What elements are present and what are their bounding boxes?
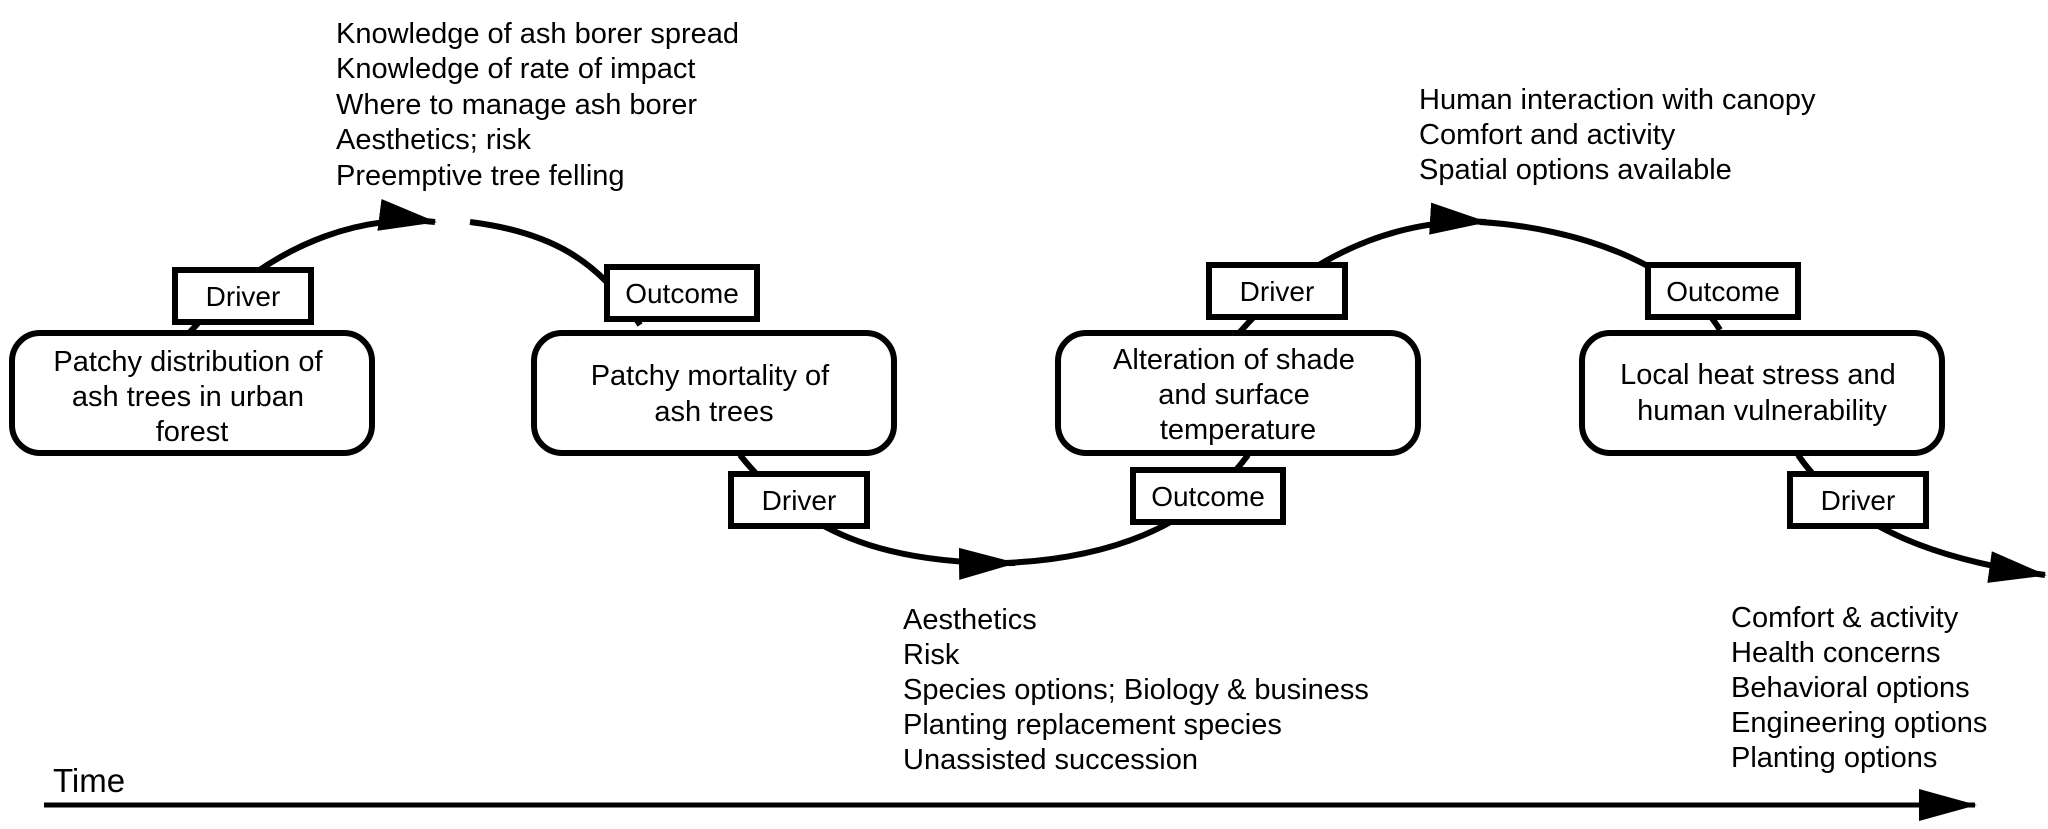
node-heat-stress-label: Local heat stress and human vulnerabilit… [1620, 359, 1904, 427]
svg-text:Driver: Driver [206, 281, 281, 312]
node-ash-distribution: Patchy distribution of ash trees in urba… [9, 330, 375, 456]
note-list-canopy: Human interaction with canopy Comfort an… [1419, 84, 1824, 186]
time-label: Time [53, 762, 125, 799]
tag-driver-1: Driver [172, 267, 314, 325]
tag-driver-3: Driver [1206, 262, 1348, 320]
note-list-options: Comfort & activity Health concerns Behav… [1731, 602, 1995, 774]
note-list-ash-borer: Knowledge of ash borer spread Knowledge … [336, 18, 747, 192]
node-ash-mortality: Patchy mortality of ash trees [531, 330, 897, 456]
svg-text:Outcome: Outcome [625, 278, 739, 309]
node-shade-alteration-label: Alteration of shade and surface temperat… [1113, 344, 1363, 446]
svg-text:Driver: Driver [1240, 276, 1315, 307]
node-ash-distribution-label: Patchy distribution of ash trees in urba… [53, 346, 330, 448]
svg-text:Outcome: Outcome [1151, 481, 1265, 512]
node-shade-alteration: Alteration of shade and surface temperat… [1055, 330, 1421, 456]
note-list-replacement: Aesthetics Risk Species options; Biology… [903, 604, 1377, 776]
node-heat-stress: Local heat stress and human vulnerabilit… [1579, 330, 1945, 456]
tag-driver-4: Driver [1787, 471, 1929, 529]
tag-outcome-1: Outcome [604, 264, 760, 322]
tag-outcome-2: Outcome [1130, 467, 1286, 525]
svg-text:Outcome: Outcome [1666, 276, 1780, 307]
node-ash-mortality-label: Patchy mortality of ash trees [591, 360, 838, 428]
tag-outcome-3: Outcome [1645, 262, 1801, 320]
svg-text:Driver: Driver [1821, 485, 1896, 516]
svg-text:Driver: Driver [762, 485, 837, 516]
tag-driver-2: Driver [728, 471, 870, 529]
